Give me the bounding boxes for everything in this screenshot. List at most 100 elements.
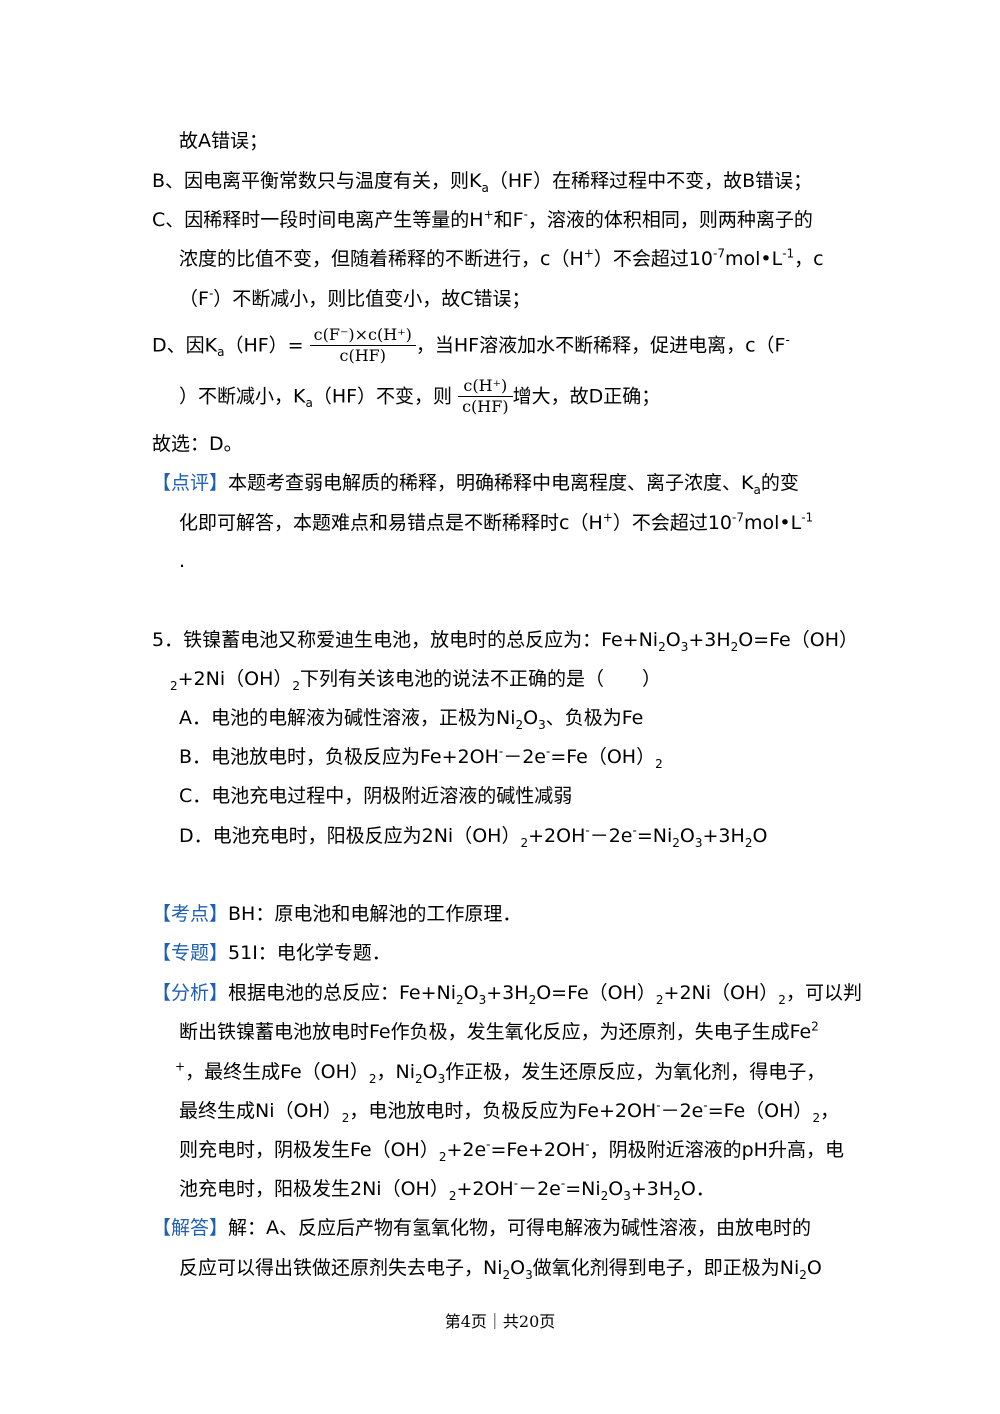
superscript: - — [208, 286, 214, 301]
text: +3H — [702, 825, 745, 847]
text: ）不断减小，K — [179, 385, 306, 408]
subscript: 2 — [600, 1188, 609, 1203]
text: －2e — [660, 1100, 704, 1122]
text-line: 化即可解答，本题难点和易错点是不断稀释时c（H+）不会超过10-7mol•L-1 — [179, 510, 814, 534]
text: +3H — [486, 982, 529, 1004]
text: O — [523, 707, 539, 729]
text: （HF）= — [224, 334, 304, 357]
text: 根据电池的总反应：Fe+Ni — [228, 982, 457, 1004]
superscript: - — [585, 823, 590, 838]
subscript: 2 — [341, 1110, 350, 1125]
text: +3H — [630, 1178, 674, 1200]
subscript: 2 — [528, 992, 537, 1007]
text: （F — [179, 288, 209, 310]
superscript: -7 — [732, 510, 744, 525]
text: －2e — [518, 1178, 561, 1200]
text-line: 池充电时，阳极发生2Ni（OH）2+2OH-－2e-=Ni2O3+3H2O． — [179, 1176, 715, 1202]
fenxi-line: 【分析】根据电池的总反应：Fe+Ni2O3+3H2O=Fe（OH）2+2Ni（O… — [152, 982, 862, 1006]
text-line: 反应可以得出铁做还原剂失去电子，Ni2O3做氧化剂得到电子，即正极为Ni2O — [179, 1257, 822, 1281]
text-line: 故A错误； — [179, 132, 268, 151]
text: O — [679, 825, 695, 847]
subscript: 2 — [438, 1149, 447, 1164]
text: O — [510, 1257, 526, 1279]
question-stem: 5．铁镍蓄电池又称爱迪生电池，放电时的总反应为：Fe+Ni2O3+3H2O=Fe… — [152, 629, 858, 653]
answer-choice: 故选：D。 — [152, 433, 243, 455]
superscript: -1 — [801, 510, 814, 525]
text: －2e — [503, 746, 546, 768]
subscript: 2 — [673, 1188, 681, 1203]
superscript: - — [560, 1176, 566, 1191]
text: BH：原电池和电解池的工作原理． — [228, 903, 522, 925]
superscript: - — [523, 207, 528, 222]
review-tag: 【点评】 — [152, 472, 229, 494]
text: ，电池放电时，负极反应为Fe+2OH — [349, 1100, 657, 1122]
text-line: +，最终生成Fe（OH）2，Ni2O3作正极，发生还原反应，为氧化剂，得电子， — [175, 1061, 825, 1085]
superscript: - — [546, 744, 551, 759]
subscript: 2 — [292, 678, 301, 693]
text: 和F — [493, 209, 524, 231]
text: =Fe（OH） — [550, 746, 656, 768]
superscript: - — [656, 1098, 661, 1113]
text: 5．铁镍蓄电池又称爱迪生电池，放电时的总反应为：Fe+Ni — [152, 629, 659, 651]
text-line: D、因Ka（HF）= c(F⁻)×c(H⁺) c(HF) ，当HF溶液加水不断稀… — [152, 325, 790, 366]
subscript: a — [481, 180, 489, 195]
text: =Ni — [565, 1178, 601, 1200]
option-c: C．电池充电过程中，阴极附近溶液的碱性减弱 — [179, 787, 572, 806]
superscript: - — [703, 1098, 708, 1113]
text: B、因电离平衡常数只与温度有关，则K — [152, 170, 482, 192]
text: +2Ni（OH） — [177, 668, 293, 690]
text: O — [608, 1178, 624, 1200]
text: O — [806, 1257, 822, 1279]
subscript: 2 — [672, 835, 680, 850]
text: D．电池充电时，阳极反应为2Ni（OH） — [179, 825, 521, 847]
text-line: 最终生成Ni（OH）2，电池放电时，负极反应为Fe+2OH-－2e-=Fe（OH… — [179, 1098, 839, 1124]
superscript: - — [785, 333, 790, 348]
text: ，阴极附近溶液的pH升高，电 — [589, 1139, 844, 1161]
zhuanti-line: 【专题】51I：电化学专题． — [152, 944, 391, 963]
subscript: 2 — [812, 1110, 821, 1125]
text: ，最终生成Fe（OH） — [185, 1061, 369, 1083]
subscript: 3 — [694, 835, 703, 850]
option-a: A．电池的电解液为碱性溶液，正极为Ni2O3、负极为Fe — [179, 707, 643, 731]
option-b: B．电池放电时，负极反应为Fe+2OH-－2e-=Fe（OH）2 — [179, 744, 663, 770]
text: mol•L — [743, 512, 802, 534]
subscript: a — [753, 482, 761, 497]
text: 的变 — [760, 472, 799, 494]
text-line: 【点评】本题考查弱电解质的稀释，明确稀释中电离程度、离子浓度、Ka的变 — [152, 472, 799, 496]
text: +3H — [688, 629, 731, 651]
kaodian-line: 【考点】BH：原电池和电解池的工作原理． — [152, 905, 521, 924]
zhuanti-tag: 【专题】 — [152, 942, 229, 964]
jieda-tag: 【解答】 — [152, 1217, 229, 1239]
text: ，当HF溶液加水不断稀释，促进电离，c（F — [415, 334, 786, 357]
text-line: C、因稀释时一段时间电离产生等量的H+和F-，溶液的体积相同，则两种离子的 — [152, 207, 813, 231]
text: O — [463, 982, 479, 1004]
text: +2OH — [528, 825, 586, 847]
subscript: 2 — [778, 992, 786, 1007]
subscript: 3 — [623, 1188, 631, 1203]
superscript: - — [513, 1176, 519, 1191]
option-d: D．电池充电时，阳极反应为2Ni（OH）2+2OH-－2e-=Ni2O3+3H2… — [179, 823, 767, 849]
superscript: + — [602, 510, 613, 525]
text: 增大，故D正确； — [512, 385, 661, 408]
page-number: 第4页｜共20页 — [444, 1312, 556, 1331]
text: A．电池的电解液为碱性溶液，正极为Ni — [179, 707, 516, 729]
text: 下列有关该电池的说法不正确的是（ ） — [300, 668, 662, 690]
text: 本题考查弱电解质的稀释，明确稀释中电离程度、离子浓度、K — [228, 472, 754, 494]
text: ，c — [794, 248, 824, 270]
subscript: 3 — [525, 1267, 533, 1282]
superscript: + — [483, 207, 494, 222]
text: 51I：电化学专题． — [228, 942, 391, 964]
text: 浓度的比值不变，但随着稀释的不断进行，c（H — [179, 248, 584, 270]
text-line: 浓度的比值不变，但随着稀释的不断进行，c（H+）不会超过10-7mol•L-1，… — [179, 248, 824, 270]
subscript: 2 — [655, 756, 663, 771]
superscript: - — [632, 823, 637, 838]
text: O=Fe（OH） — [738, 629, 858, 651]
text: O — [665, 629, 681, 651]
kaodian-tag: 【考点】 — [152, 903, 229, 925]
page-footer: 第4页｜共20页 — [0, 1308, 1000, 1332]
superscript: - — [498, 744, 504, 759]
subscript: 3 — [437, 1071, 446, 1086]
superscript: - — [585, 1137, 590, 1152]
text: O=Fe（OH） — [536, 982, 656, 1004]
subscript: 2 — [502, 1267, 511, 1282]
